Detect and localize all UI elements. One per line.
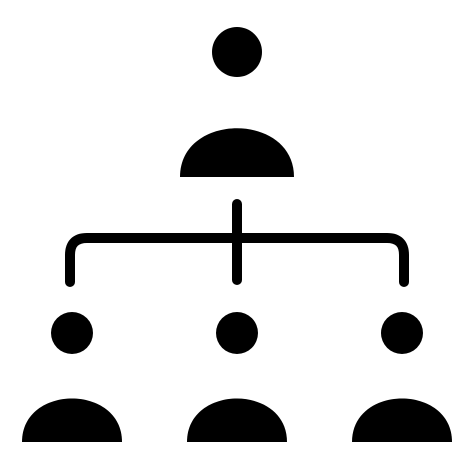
people-group — [22, 27, 452, 442]
right-person-icon — [352, 312, 452, 442]
right-person-body — [352, 398, 452, 442]
top-person-icon — [180, 27, 294, 177]
top-person-body — [180, 128, 294, 177]
left-person-head — [51, 312, 93, 354]
center-person-body — [187, 398, 287, 442]
right-person-head — [381, 312, 423, 354]
center-person-icon — [187, 312, 287, 442]
top-person-head — [212, 27, 262, 77]
branch-bar-line — [65, 233, 409, 287]
left-person-body — [22, 398, 122, 442]
hierarchy-connector-lines — [65, 199, 409, 287]
left-person-icon — [22, 312, 122, 442]
center-person-head — [216, 312, 258, 354]
